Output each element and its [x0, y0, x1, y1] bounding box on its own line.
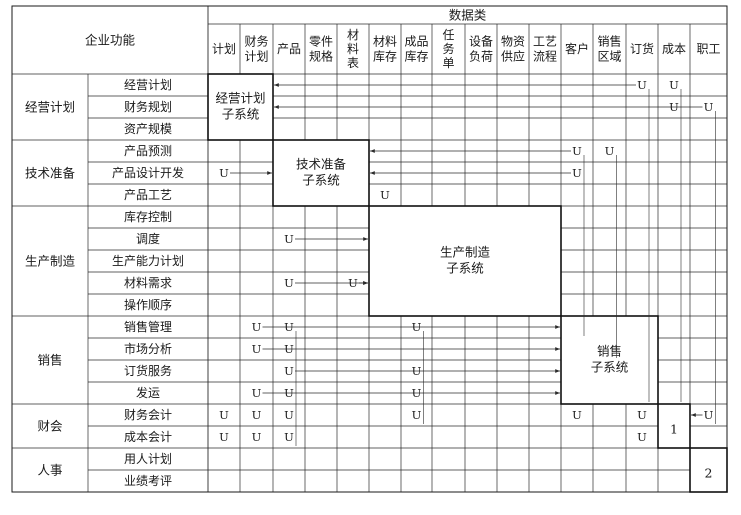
use-mark: U: [704, 100, 714, 114]
column-header: 材料表: [347, 28, 359, 70]
use-mark: U: [284, 386, 294, 400]
use-mark: U: [219, 166, 229, 180]
group-label: 经营计划: [25, 100, 75, 115]
subsystem-box: [689, 447, 728, 493]
subsystem-label: 经营计划子系统: [215, 91, 265, 122]
function-row-label: 市场分析: [124, 341, 172, 356]
column-header: 工艺流程: [533, 35, 557, 64]
use-mark: U: [284, 276, 294, 290]
function-row-label: 材料需求: [124, 276, 172, 290]
use-mark: U: [412, 320, 422, 334]
use-mark: U: [284, 408, 294, 422]
use-mark: U: [704, 408, 714, 422]
subsystem-label: 1: [670, 422, 678, 437]
function-row-label: 操作顺序: [124, 297, 172, 312]
use-mark: U: [380, 188, 390, 202]
use-mark: U: [605, 144, 615, 158]
column-header: 成本: [662, 42, 686, 56]
subsystem-label: 技术准备子系统: [296, 157, 347, 188]
use-mark: U: [219, 430, 229, 444]
group-label: 销售: [37, 353, 62, 368]
use-mark: U: [669, 100, 679, 114]
use-mark: U: [637, 78, 647, 92]
group-label: 技术准备: [25, 166, 76, 181]
column-header: 产品: [277, 42, 301, 56]
subsystem-label: 2: [705, 466, 713, 481]
use-mark: U: [219, 408, 229, 422]
subsystem-box: [272, 139, 370, 207]
function-row-label: 财务会计: [124, 407, 172, 422]
column-header: 客户: [565, 41, 589, 56]
use-mark: U: [284, 342, 294, 356]
use-mark: U: [669, 78, 679, 92]
column-header: 成品库存: [404, 35, 428, 64]
use-mark: U: [637, 408, 647, 422]
function-row-label: 销售管理: [124, 319, 172, 334]
column-header: 零件规格: [309, 35, 333, 64]
function-row-label: 发运: [136, 385, 160, 400]
function-row-label: 用人计划: [124, 452, 172, 466]
function-row-label: 资产规模: [124, 121, 172, 136]
group-label: 生产制造: [25, 254, 76, 269]
use-mark: U: [252, 342, 262, 356]
use-mark: U: [284, 320, 294, 334]
data-header: 数据类: [449, 8, 487, 23]
function-row-label: 业绩考评: [124, 474, 172, 488]
column-header: 任务单: [442, 28, 454, 70]
use-mark: U: [572, 408, 582, 422]
column-header: 销售区域: [597, 34, 621, 64]
function-row-label: 订货服务: [124, 363, 172, 378]
function-row-label: 库存控制: [124, 209, 172, 224]
function-row-label: 生产能力计划: [112, 254, 184, 268]
function-row-label: 经营计划: [124, 78, 172, 92]
subsystem-label: 生产制造子系统: [440, 245, 491, 276]
function-row-label: 产品预测: [124, 144, 172, 158]
function-row-label: 产品工艺: [124, 188, 172, 202]
use-mark: U: [412, 386, 422, 400]
use-mark: U: [252, 386, 262, 400]
column-header: 材料库存: [373, 35, 397, 64]
subsystem-box: [207, 73, 274, 141]
use-mark: U: [252, 408, 262, 422]
use-mark: U: [412, 408, 422, 422]
use-mark: U: [637, 430, 647, 444]
table-border: [11, 5, 728, 493]
subsystem-box: [368, 205, 562, 317]
column-header: 计划: [212, 42, 236, 56]
function-row-label: 成本会计: [124, 430, 172, 444]
function-row-label: 财务规划: [124, 99, 172, 114]
function-header: 企业功能: [85, 33, 136, 48]
function-row-label: 调度: [136, 231, 160, 246]
use-mark: U: [284, 232, 294, 246]
subsystem-label: 销售子系统: [591, 344, 629, 375]
use-mark: U: [572, 166, 582, 180]
function-row-label: 产品设计开发: [112, 165, 184, 180]
group-label: 财会: [37, 419, 63, 434]
column-header: 职工: [696, 42, 720, 56]
use-mark: U: [412, 364, 422, 378]
use-mark: U: [284, 430, 294, 444]
subsystem-box: [657, 403, 691, 449]
use-mark: U: [252, 430, 262, 444]
column-header: 订货: [630, 41, 654, 56]
use-mark: U: [284, 364, 294, 378]
column-header: 财务计划: [244, 34, 268, 64]
column-header: 设备负荷: [469, 35, 493, 64]
use-mark: U: [252, 320, 262, 334]
subsystem-box: [560, 315, 659, 405]
column-header: 物资供应: [501, 35, 525, 64]
group-label: 人事: [37, 463, 62, 478]
use-mark: U: [572, 144, 582, 158]
use-mark: U: [348, 276, 358, 290]
